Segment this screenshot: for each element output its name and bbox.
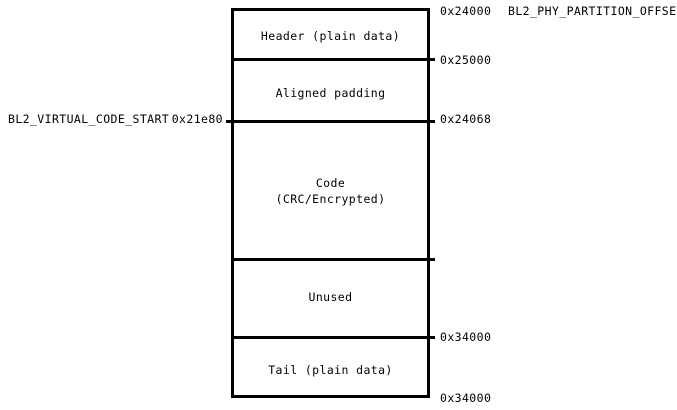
segment-label-code-line2: (CRC/Encrypted) bbox=[275, 192, 386, 206]
left-annotation-virtual-code-start: BL2_VIRTUAL_CODE_START 0x21e80 bbox=[8, 113, 223, 126]
address-label-unused-end: 0x34000 bbox=[440, 330, 492, 344]
segment-label-aligned-padding: Aligned padding bbox=[275, 86, 386, 100]
address-label-bottom: 0x34000 bbox=[440, 391, 492, 405]
segment-label-header: Header (plain data) bbox=[260, 29, 401, 43]
divider-header-padding bbox=[231, 58, 435, 61]
symbol-label-bl2-virtual-code-start: BL2_VIRTUAL_CODE_START bbox=[8, 112, 170, 126]
segment-label-tail: Tail (plain data) bbox=[268, 363, 393, 377]
symbol-label-bl2-phy-partition-offset: BL2_PHY_PARTITION_OFFSET bbox=[508, 4, 677, 18]
divider-padding-code bbox=[226, 120, 435, 123]
segment-label-unused: Unused bbox=[308, 290, 353, 304]
address-label-padding-end: 0x24068 bbox=[440, 112, 492, 126]
address-label-partition-offset: 0x24000 bbox=[440, 4, 492, 18]
divider-unused-tail bbox=[231, 336, 435, 339]
divider-code-unused bbox=[231, 258, 435, 261]
address-label-header-end: 0x25000 bbox=[440, 53, 492, 67]
segment-label-code-line1: Code bbox=[315, 176, 346, 190]
address-label-virtual-code-start: 0x21e80 bbox=[171, 112, 223, 126]
memory-map-box bbox=[231, 8, 430, 398]
